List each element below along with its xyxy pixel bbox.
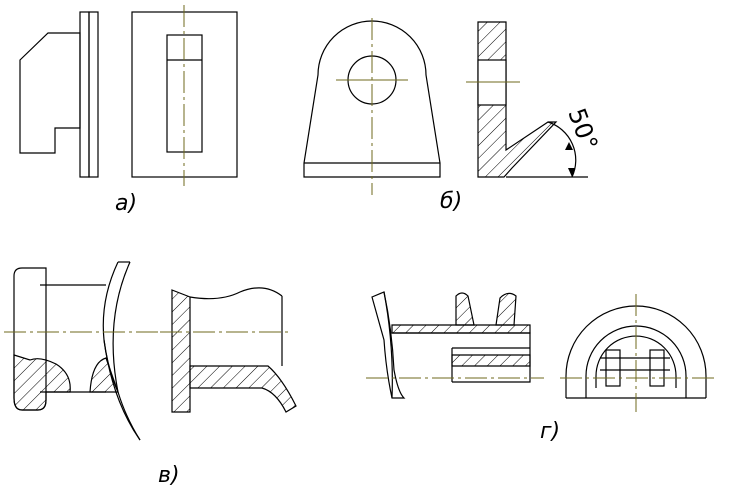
figure-b-label: б) — [440, 189, 462, 214]
figure-a-side-view — [19, 11, 99, 178]
figure-v-left-view — [4, 261, 160, 441]
figure-v: в) — [4, 261, 297, 488]
figure-g: г) — [366, 291, 716, 444]
figure-b: 50° б) — [303, 18, 603, 214]
figure-g-left-view — [366, 291, 544, 399]
figure-b-section-view: 50° — [466, 21, 603, 178]
figure-a-label: а) — [115, 191, 137, 216]
figure-v-label: в) — [158, 463, 180, 488]
figure-b-front-view — [303, 18, 441, 195]
figure-a-front-view — [131, 5, 238, 186]
figure-a: а) — [19, 5, 238, 216]
figure-g-label: г) — [540, 419, 560, 444]
figure-v-right-view — [160, 287, 297, 413]
figure-g-right-view — [560, 294, 716, 412]
